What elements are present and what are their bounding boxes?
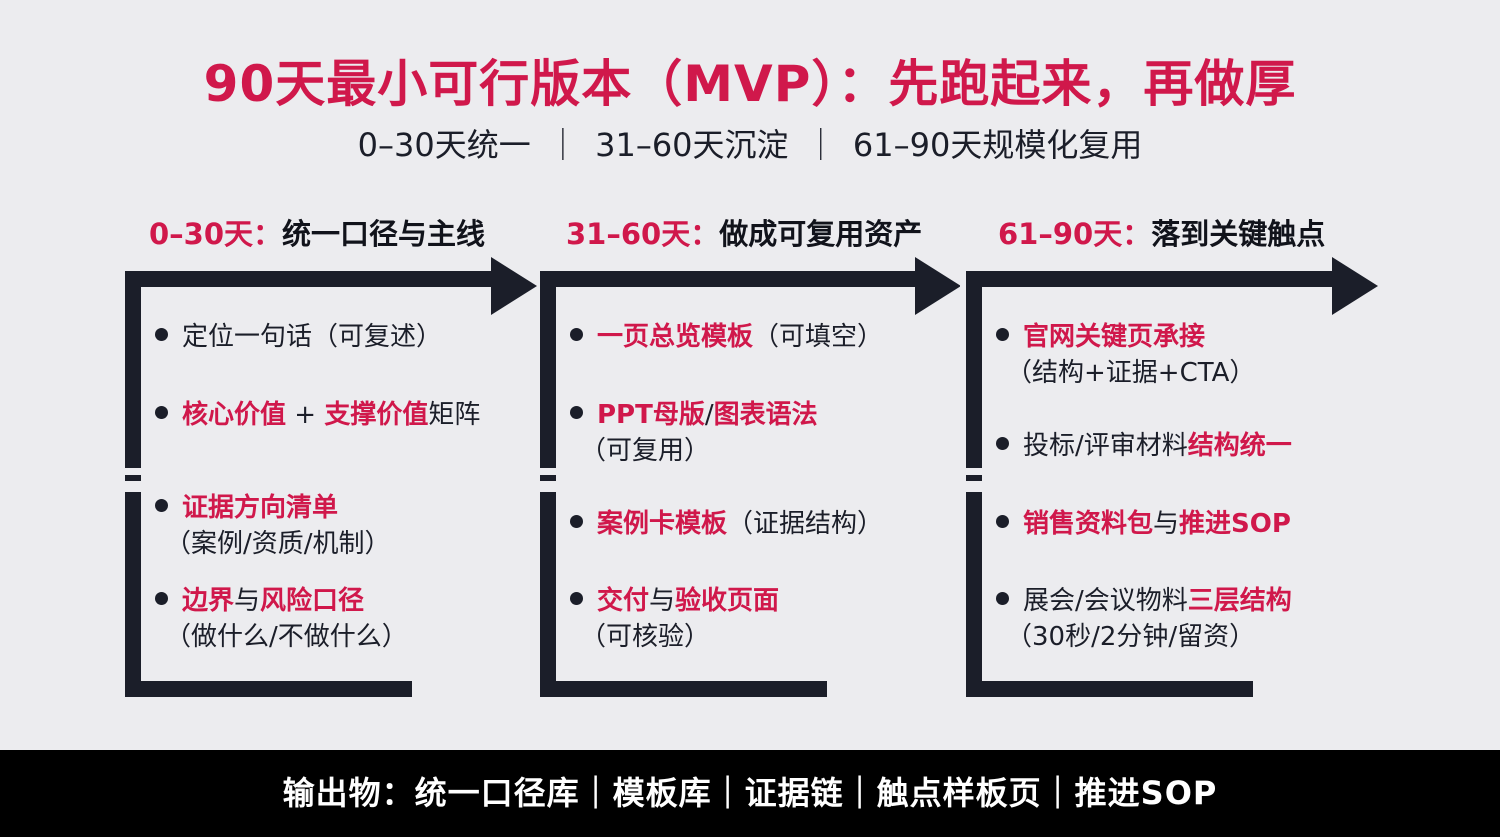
frame-left-bar-lower [125,492,141,697]
frame-top-bar [966,271,1336,287]
bullet-dot [155,592,168,605]
phase-range: 61–90天： [998,217,1152,251]
page-title: 90天最小可行版本（MVP）：先跑起来，再做厚 [203,55,1297,113]
phase-heading: 31–60天：做成可复用资产 [566,212,922,256]
frame-top-bar [125,271,495,287]
frame-left-bar-upper [125,271,141,468]
phase-column-2: 31–60天：做成可复用资产 一页总览模板（可填空） PPT母版/图表语法 （可… [540,212,960,702]
frame-left-bar-upper [540,271,556,468]
bullet-dot [996,437,1009,450]
subtitle-separator: ｜ [546,126,579,164]
frame-bottom-bar [125,681,412,697]
phase-arrow-head [1332,257,1378,315]
phase-name: 统一口径与主线 [282,217,486,251]
list-item: PPT母版/图表语法 （可复用） [570,397,940,469]
phase-range: 0–30天： [149,217,283,251]
frame-left-bar-lower [966,492,982,697]
page-subtitle: 0–30天统一 ｜ 31–60天沉淀 ｜ 61–90天规模化复用 [0,122,1500,168]
frame-left-notch [540,475,556,481]
bullet-dot [570,406,583,419]
phase-arrow-frame [125,257,537,697]
list-item: 一页总览模板（可填空） [570,319,940,355]
output-summary-bar: 输出物：统一口径库｜模板库｜证据链｜触点样板页｜推进SOP [0,750,1500,837]
frame-bottom-bar [540,681,827,697]
phase-range: 31–60天： [566,217,720,251]
phase-name: 落到关键触点 [1151,217,1326,251]
list-item: 核心价值 + 支撑价值矩阵 [155,397,525,433]
bullet-dot [155,406,168,419]
bullet-dot [996,592,1009,605]
subtitle-part-3: 61–90天规模化复用 [852,126,1143,164]
bullet-dot [570,592,583,605]
list-item: 展会/会议物料三层结构 （30秒/2分钟/留资） [996,583,1366,655]
frame-bottom-bar [966,681,1253,697]
bullet-dot [570,328,583,341]
frame-top-bar [540,271,920,287]
frame-left-notch [966,475,982,481]
list-item: 投标/评审材料结构统一 [996,428,1366,464]
frame-left-bar-lower [540,492,556,697]
bullet-dot [570,515,583,528]
list-item: 销售资料包与推进SOP [996,506,1366,542]
frame-left-notch [125,475,141,481]
frame-left-bar-upper [966,271,982,468]
bullet-dot [996,328,1009,341]
phase-arrow-frame [966,257,1378,697]
phase-arrow-head [915,257,960,315]
bullet-dot [155,499,168,512]
subtitle-part-1: 0–30天统一 [357,126,531,164]
bullet-dot [155,328,168,341]
list-item: 交付与验收页面 （可核验） [570,583,940,655]
phase-arrow-frame [540,257,960,697]
list-item: 边界与风险口径 （做什么/不做什么） [155,583,525,655]
list-item: 证据方向清单 （案例/资质/机制） [155,490,525,562]
list-item: 案例卡模板（证据结构） [570,506,940,542]
phase-heading: 61–90天：落到关键触点 [998,212,1325,256]
phase-heading: 0–30天：统一口径与主线 [149,212,485,256]
phase-arrow-head [491,257,537,315]
subtitle-part-2: 31–60天沉淀 [595,126,789,164]
phase-name: 做成可复用资产 [719,217,923,251]
phase-column-3: 61–90天：落到关键触点 官网关键页承接 （结构+证据+CTA） 投标/评审材… [966,212,1386,702]
phase-column-1: 0–30天：统一口径与主线 定位一句话（可复述） 核心价值 + 支撑价值矩阵 证… [125,212,545,702]
list-item: 官网关键页承接 （结构+证据+CTA） [996,319,1366,391]
subtitle-separator: ｜ [804,126,837,164]
bullet-dot [996,515,1009,528]
list-item: 定位一句话（可复述） [155,319,525,355]
